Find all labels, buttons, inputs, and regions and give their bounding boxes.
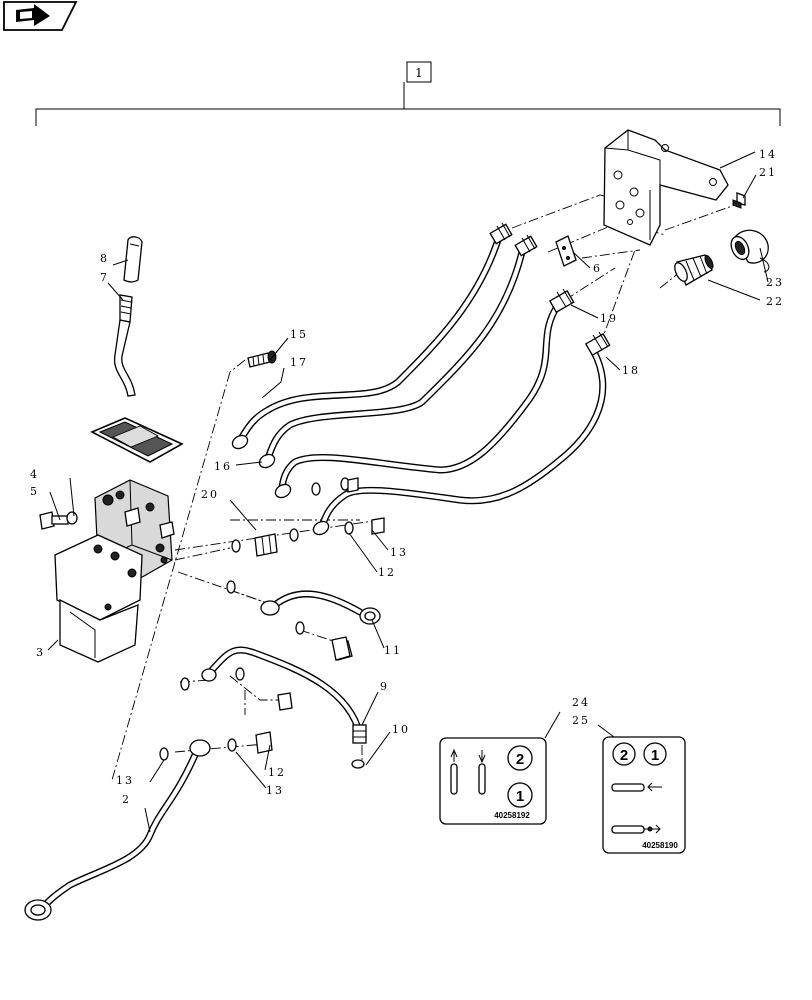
fitting-17-top: [489, 222, 513, 245]
callout-21: 21: [759, 166, 777, 179]
group-label: 1: [415, 66, 423, 80]
callout-23: 23: [766, 276, 784, 289]
callout-10: 10: [392, 723, 410, 736]
callout-6: 6: [593, 262, 602, 275]
callout-14: 14: [759, 148, 777, 161]
lever-gaiter-plate: [90, 417, 184, 463]
callout-15: 15: [290, 328, 308, 341]
callout-12-right: 12: [378, 566, 396, 579]
decal-24-num-top: 2: [516, 751, 524, 768]
callout-25: 25: [572, 714, 590, 727]
valve-mounting-bracket-3: [54, 534, 143, 663]
group-bracket: 1: [35, 61, 781, 126]
alignment-lines: [111, 194, 736, 781]
pipe-9: [201, 646, 367, 744]
decal-25-code: 40258190: [642, 841, 678, 850]
callout-22: 22: [766, 295, 784, 308]
decal-24: 2 1 40258192: [439, 737, 547, 825]
hydraulic-pipes: [236, 236, 607, 530]
adapter-20: [254, 533, 278, 557]
callout-20: 20: [201, 488, 219, 501]
control-lever: [113, 236, 143, 397]
pipe-17: [236, 236, 502, 444]
decal-25: 2 1 40258190: [602, 736, 686, 854]
group-label-box: [406, 61, 432, 83]
callout-5: 5: [30, 485, 39, 498]
pipe-2: [24, 739, 211, 921]
fitting-19-top: [548, 288, 575, 314]
callout-11: 11: [384, 644, 402, 657]
washers-and-adapters: [159, 477, 385, 769]
pipe-18: [318, 346, 607, 530]
callout-24: 24: [572, 696, 590, 709]
callout-7: 7: [100, 271, 109, 284]
fitting-18-top: [584, 331, 611, 357]
callout-13-right: 13: [390, 546, 408, 559]
decal-24-code: 40258192: [494, 811, 530, 820]
pipe-11: [260, 590, 381, 625]
leader-lines: [47, 151, 769, 833]
callout-2: 2: [122, 793, 131, 806]
decal-25-num-right: 1: [651, 747, 659, 764]
banjo-bolt-11: [331, 636, 351, 661]
pipe-end-fittings: [489, 222, 611, 357]
callout-3: 3: [36, 646, 45, 659]
callout-12-lower: 12: [268, 766, 286, 779]
callout-4: 4: [30, 468, 39, 481]
quick-coupler-22: [674, 254, 714, 286]
decal-25-num-left: 2: [620, 747, 628, 764]
dust-cap-23: [730, 229, 770, 273]
arrow-right-icon: [16, 4, 50, 26]
pipe-16: [264, 248, 526, 462]
callout-9: 9: [380, 680, 389, 693]
nav-arrow-button[interactable]: [3, 1, 78, 31]
callout-18: 18: [622, 364, 640, 377]
screw-21: [732, 192, 746, 209]
callout-13-lower-right: 13: [266, 784, 284, 797]
callout-17: 17: [290, 356, 308, 369]
bolt-15: [247, 350, 277, 368]
decal-24-num-bottom: 1: [516, 788, 524, 805]
fitting-16-top: [514, 234, 538, 257]
callout-13-lower-left: 13: [116, 774, 134, 787]
callouts: 14 21 6 23 22 19 18 15 17 8 7 16 20 4 5 …: [30, 148, 784, 806]
callout-19: 19: [600, 312, 618, 325]
mounting-bracket-14: [603, 129, 729, 246]
callout-8: 8: [100, 252, 109, 265]
callout-16: 16: [214, 460, 232, 473]
clip-6: [555, 235, 577, 267]
pipe-end-nuts: [231, 434, 330, 536]
pipe-19: [278, 301, 562, 492]
